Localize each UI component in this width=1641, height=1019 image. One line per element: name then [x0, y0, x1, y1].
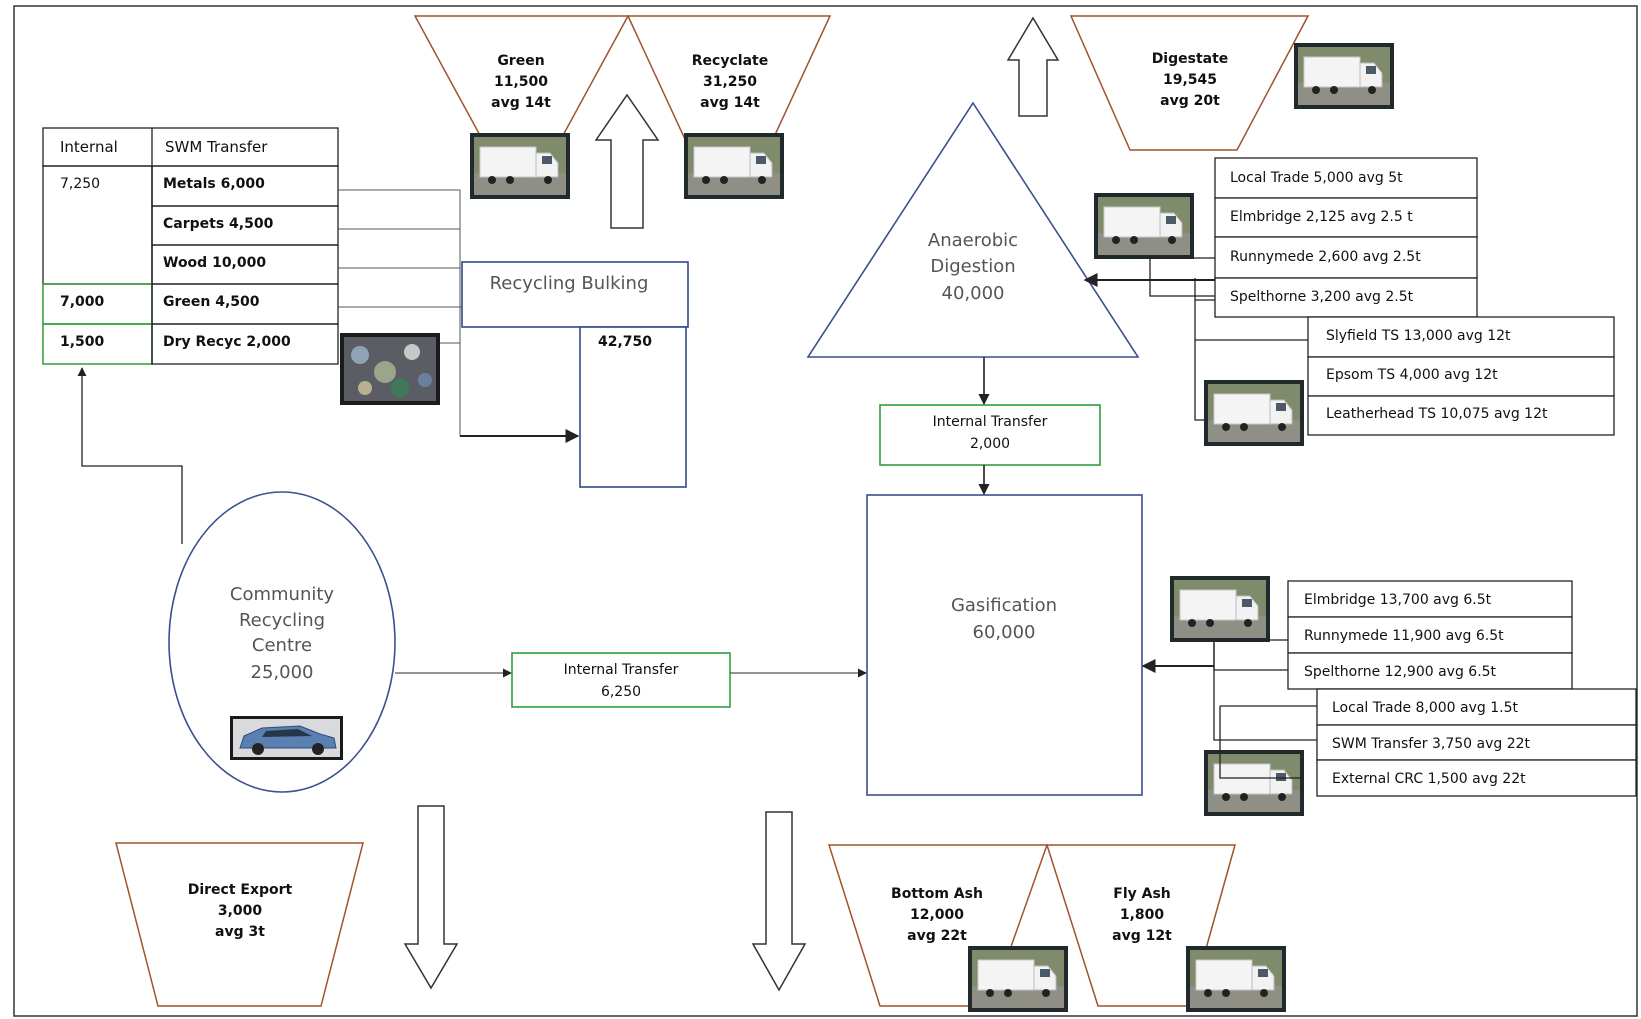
- digestate-output-avg: avg 20t: [1160, 93, 1220, 109]
- arrow-crc-to-table: [77, 367, 183, 544]
- green-output-funnel: Green 11,500 avg 14t: [413, 15, 630, 151]
- table-cell: Metals 6,000: [163, 176, 265, 192]
- crc-label-line2: Recycling: [239, 610, 325, 631]
- list-item: Leatherhead TS 10,075 avg 12t: [1326, 406, 1548, 422]
- table-cell: 7,250: [60, 176, 100, 192]
- bottom-ash-name: Bottom Ash: [891, 886, 983, 902]
- direct-export-funnel: Direct Export 3,000 avg 3t: [115, 842, 364, 1007]
- list-item: Slyfield TS 13,000 avg 12t: [1326, 328, 1511, 344]
- truck-icon: [469, 132, 571, 200]
- list-item: Spelthorne 12,900 avg 6.5t: [1304, 664, 1497, 680]
- recyclables-photo: [340, 333, 440, 405]
- table-cell: Carpets 4,500: [163, 216, 274, 232]
- gasification-box: Gasification 60,000: [866, 494, 1143, 796]
- table-cell: Green 4,500: [163, 294, 260, 310]
- truck-icon: [967, 945, 1069, 1013]
- digestate-output-name: Digestate: [1152, 51, 1229, 67]
- truck-icon: [683, 132, 785, 200]
- green-output-name: Green: [497, 53, 544, 69]
- internal-transfer-label: Internal Transfer: [564, 662, 679, 678]
- list-item: Local Trade 5,000 avg 5t: [1230, 170, 1403, 186]
- table-cell: Dry Recyc 2,000: [163, 334, 291, 350]
- fly-ash-avg: avg 12t: [1112, 928, 1172, 944]
- internal-transfer-label: Internal Transfer: [933, 414, 1048, 430]
- truck-icon: [1185, 945, 1287, 1013]
- car-icon: [230, 716, 343, 760]
- direct-export-avg: avg 3t: [215, 924, 265, 940]
- list-item: External CRC 1,500 avg 22t: [1332, 771, 1526, 787]
- crc-label-line1: Community: [230, 584, 335, 605]
- recyclate-output-name: Recyclate: [692, 53, 768, 69]
- table-header-swm-transfer: SWM Transfer: [165, 138, 268, 156]
- anaerobic-digestion-triangle: Anaerobic Digestion 40,000: [806, 101, 1140, 358]
- down-arrow-icon: [403, 805, 459, 990]
- ad-input-list-b: Slyfield TS 13,000 avg 12t Epsom TS 4,00…: [1307, 316, 1615, 436]
- up-arrow-icon: [1006, 16, 1060, 117]
- table-cell: 7,000: [60, 294, 105, 310]
- list-item: Runnymede 11,900 avg 6.5t: [1304, 628, 1504, 644]
- list-item: Runnymede 2,600 avg 2.5t: [1230, 249, 1421, 265]
- crc-label-line3: Centre: [252, 635, 312, 656]
- direct-export-name: Direct Export: [188, 882, 293, 898]
- table-to-bulking-connectors: [338, 189, 462, 436]
- internal-transfer-ad-box: Internal Transfer 2,000: [879, 404, 1101, 466]
- gasification-amount: 60,000: [973, 622, 1036, 643]
- table-cell: Wood 10,000: [163, 255, 266, 271]
- recyclate-output-funnel: Recyclate 31,250 avg 14t: [626, 15, 832, 151]
- bottom-ash-avg: avg 22t: [907, 928, 967, 944]
- diagram-frame: [13, 5, 1638, 1017]
- green-output-amount: 11,500: [494, 74, 548, 90]
- table-header-internal: Internal: [60, 138, 118, 156]
- recycling-bulking-box: Recycling Bulking 42,750: [461, 261, 689, 488]
- gasification-input-list-a: Elmbridge 13,700 avg 6.5t Runnymede 11,9…: [1287, 580, 1573, 690]
- recyclate-output-amount: 31,250: [703, 74, 757, 90]
- internal-transfer-amount: 2,000: [970, 436, 1010, 452]
- refuse-truck-icon: [1169, 575, 1271, 643]
- list-item: Local Trade 8,000 avg 1.5t: [1332, 700, 1519, 716]
- fly-ash-name: Fly Ash: [1113, 886, 1171, 902]
- truck-icon: [1293, 42, 1395, 110]
- list-item: Elmbridge 2,125 avg 2.5 t: [1230, 209, 1413, 225]
- ad-amount: 40,000: [942, 283, 1005, 304]
- ad-input-connectors: [1149, 257, 1308, 421]
- bottom-ash-amount: 12,000: [910, 907, 964, 923]
- internal-transfer-amount: 6,250: [601, 684, 641, 700]
- fly-ash-amount: 1,800: [1120, 907, 1165, 923]
- gasification-input-list-b: Local Trade 8,000 avg 1.5t SWM Transfer …: [1316, 688, 1637, 797]
- truck-icon: [1203, 379, 1305, 447]
- gasification-label: Gasification: [951, 595, 1057, 616]
- gasification-input-connectors: [1213, 639, 1317, 779]
- digestate-output-amount: 19,545: [1163, 72, 1217, 88]
- crc-amount: 25,000: [251, 662, 314, 683]
- truck-icon: [1203, 749, 1305, 817]
- internal-transfer-crc-box: Internal Transfer 6,250: [511, 652, 731, 708]
- list-item: Epsom TS 4,000 avg 12t: [1326, 367, 1498, 383]
- recycling-table: Internal SWM Transfer 7,250 Metals 6,000…: [42, 127, 339, 365]
- table-cell: 1,500: [60, 334, 105, 350]
- digestate-output-funnel: Digestate 19,545 avg 20t: [1069, 15, 1310, 151]
- list-item: Spelthorne 3,200 avg 2.5t: [1230, 289, 1414, 305]
- green-output-avg: avg 14t: [491, 95, 551, 111]
- down-arrow-icon: [751, 811, 807, 992]
- recycling-bulking-label: Recycling Bulking: [490, 273, 649, 294]
- up-arrow-icon: [594, 93, 660, 229]
- list-item: Elmbridge 13,700 avg 6.5t: [1304, 592, 1492, 608]
- refuse-truck-icon: [1093, 192, 1195, 260]
- recyclate-output-avg: avg 14t: [700, 95, 760, 111]
- direct-export-amount: 3,000: [218, 903, 263, 919]
- ad-label-line1: Anaerobic: [928, 230, 1018, 251]
- recycling-bulking-amount: 42,750: [598, 334, 652, 350]
- ad-input-list-a: Local Trade 5,000 avg 5t Elmbridge 2,125…: [1214, 157, 1478, 318]
- ad-label-line2: Digestion: [930, 256, 1015, 277]
- list-item: SWM Transfer 3,750 avg 22t: [1332, 736, 1531, 752]
